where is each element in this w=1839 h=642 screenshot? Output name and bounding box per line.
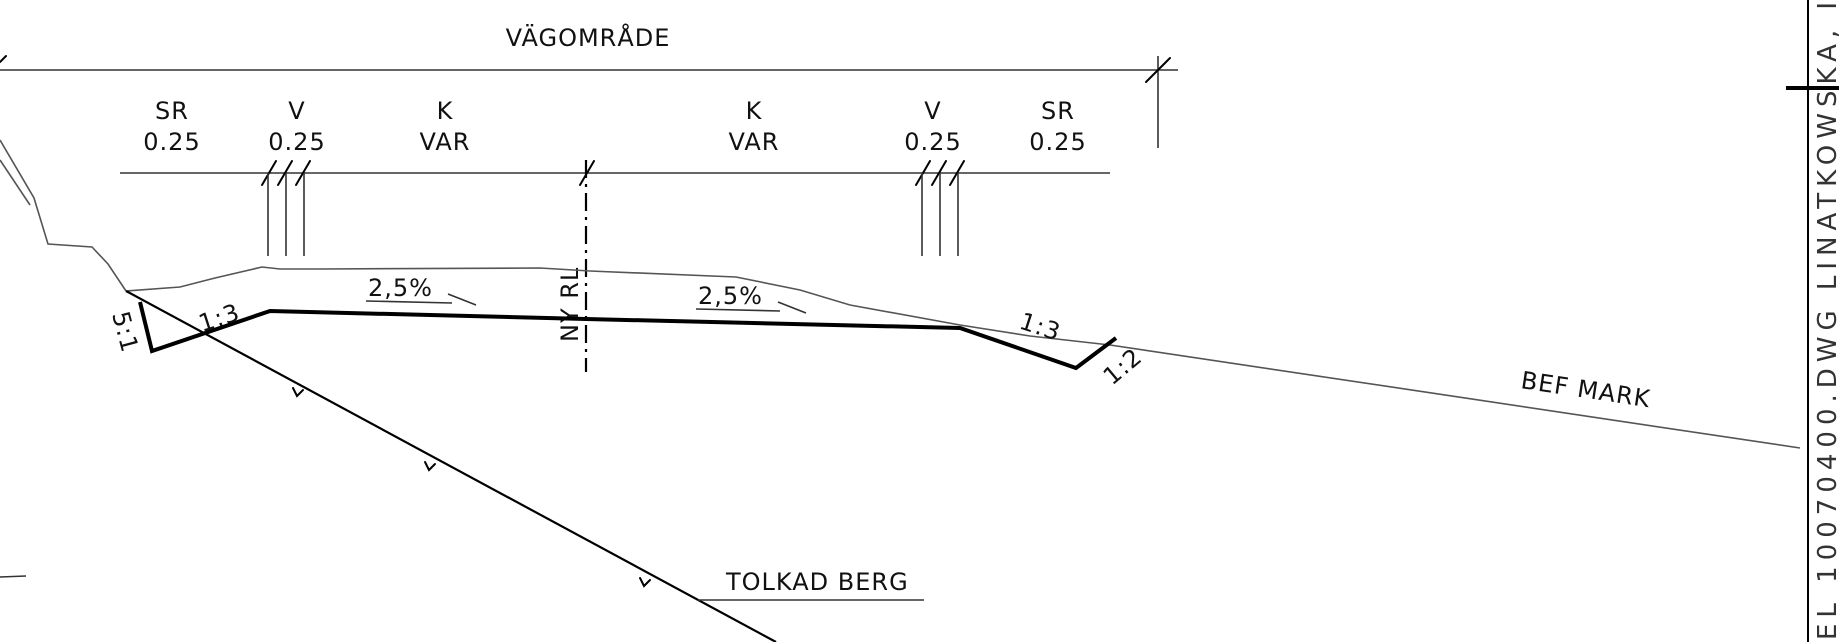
lane-code-v-left: V <box>288 97 305 125</box>
lane-width-sr-left: 0.25 <box>143 128 200 156</box>
left-edge-stub <box>0 575 27 578</box>
lane-code-sr-left: SR <box>155 97 189 125</box>
centerline-label: NY RL <box>556 267 584 342</box>
slope-left-inner: 1:3 <box>195 298 243 337</box>
lane-labels: SR 0.25 V 0.25 K VAR K VAR V 0.25 SR 0.2… <box>143 97 1086 156</box>
lane-code-sr-right: SR <box>1041 97 1075 125</box>
crossfall-right-label: 2,5% <box>698 282 763 310</box>
slope-right-inner: 1:3 <box>1016 307 1064 346</box>
crossfall-left: 2,5% <box>365 274 477 306</box>
road-surface-line <box>125 266 1111 346</box>
existing-ground-line <box>1109 344 1801 449</box>
lane-code-k-right: K <box>746 97 763 125</box>
lane-width-v-right: 0.25 <box>904 128 961 156</box>
lane-dimension-line <box>120 160 1110 256</box>
crossfall-right: 2,5% <box>695 282 807 314</box>
bedrock-label: TOLKAD BERG <box>725 568 909 596</box>
lane-code-k-left: K <box>437 97 454 125</box>
road-area-dimension: VÄGOMRÅDE <box>0 23 1178 148</box>
lane-width-k-right: VAR <box>729 128 780 156</box>
lane-width-k-left: VAR <box>420 128 471 156</box>
crossfall-left-label: 2,5% <box>368 274 433 302</box>
centerline: NY RL <box>556 160 588 372</box>
slope-left-outer: 5:1 <box>106 308 144 355</box>
lane-width-sr-right: 0.25 <box>1029 128 1086 156</box>
lane-width-v-left: 0.25 <box>268 128 325 156</box>
bedrock-line: TOLKAD BERG <box>125 290 924 642</box>
lane-code-v-right: V <box>924 97 941 125</box>
subgrade-structure-line <box>138 301 1118 371</box>
road-area-label: VÄGOMRÅDE <box>506 23 671 52</box>
title-block-text: EL 10070400.DWG LINATKOWSKA, ILONA <box>1813 0 1839 640</box>
existing-ground-label: BEF MARK <box>1519 366 1653 413</box>
title-block-border: EL 10070400.DWG LINATKOWSKA, ILONA <box>1786 0 1839 642</box>
left-terrain <box>0 139 127 292</box>
